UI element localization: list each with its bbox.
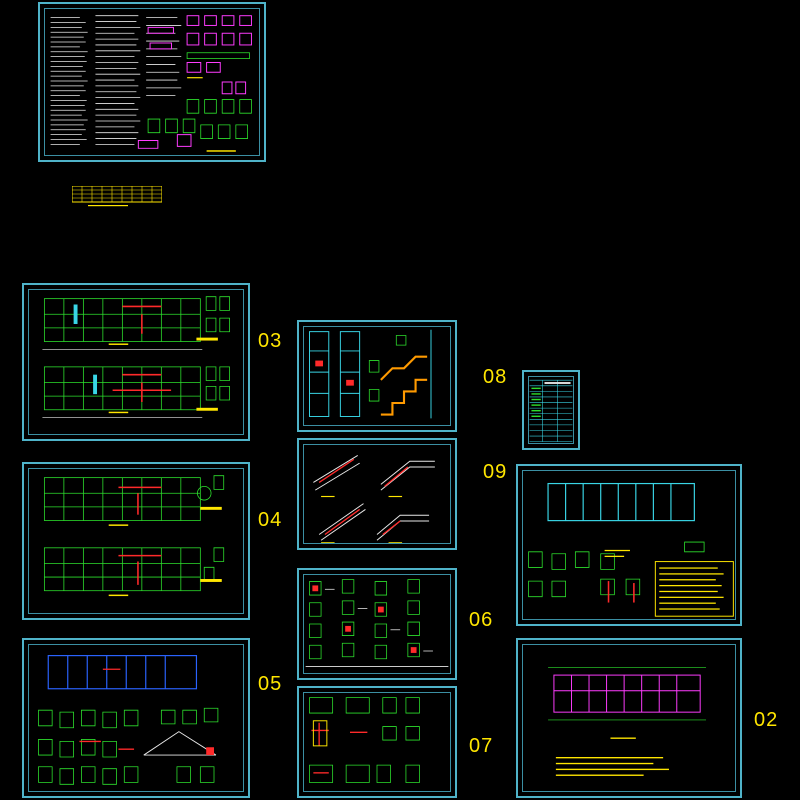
drawing-sheet-06[interactable] [297,568,457,680]
floor-plan-graphic [43,475,225,597]
drawing-sheet-stair-a[interactable] [297,320,457,432]
sheet-number-03: 03 [258,330,283,352]
sheet-number-08: 08 [483,366,508,388]
drawing-sheet-05[interactable] [22,638,250,798]
drawing-sheet-08[interactable] [522,370,580,450]
sheet-number-05: 05 [258,673,283,695]
sheet-number-04: 04 [258,509,283,531]
drawing-sheet-03[interactable] [22,283,250,441]
stair-section-graphic [309,329,432,419]
beam-detail-graphic [309,697,420,783]
sheet-number-02: 02 [754,709,779,731]
stair-detail-graphic [313,455,435,544]
sheet-number-09: 09 [483,461,508,483]
legend-table-graphic [71,185,163,207]
notes-sheet-graphic [50,15,252,152]
foundation-plan-graphic [528,482,734,617]
drawing-index-table-graphic [529,379,573,442]
drawing-sheet-07[interactable] [297,686,457,798]
drawing-sheet-notes[interactable] [38,2,266,162]
sheet-number-07: 07 [469,735,494,757]
floor-plan-graphic [42,296,230,418]
drawing-sheet-stair-b[interactable] [297,438,457,550]
drawing-sheet-02[interactable] [516,638,742,798]
roof-plan-graphic [548,666,707,776]
drawing-sheet-04[interactable] [22,462,250,620]
floor-plan-graphic [38,655,219,785]
legend-table[interactable] [71,185,163,208]
column-detail-graphic [305,579,449,667]
drawing-sheet-09[interactable] [516,464,742,626]
sheet-number-06: 06 [469,609,494,631]
